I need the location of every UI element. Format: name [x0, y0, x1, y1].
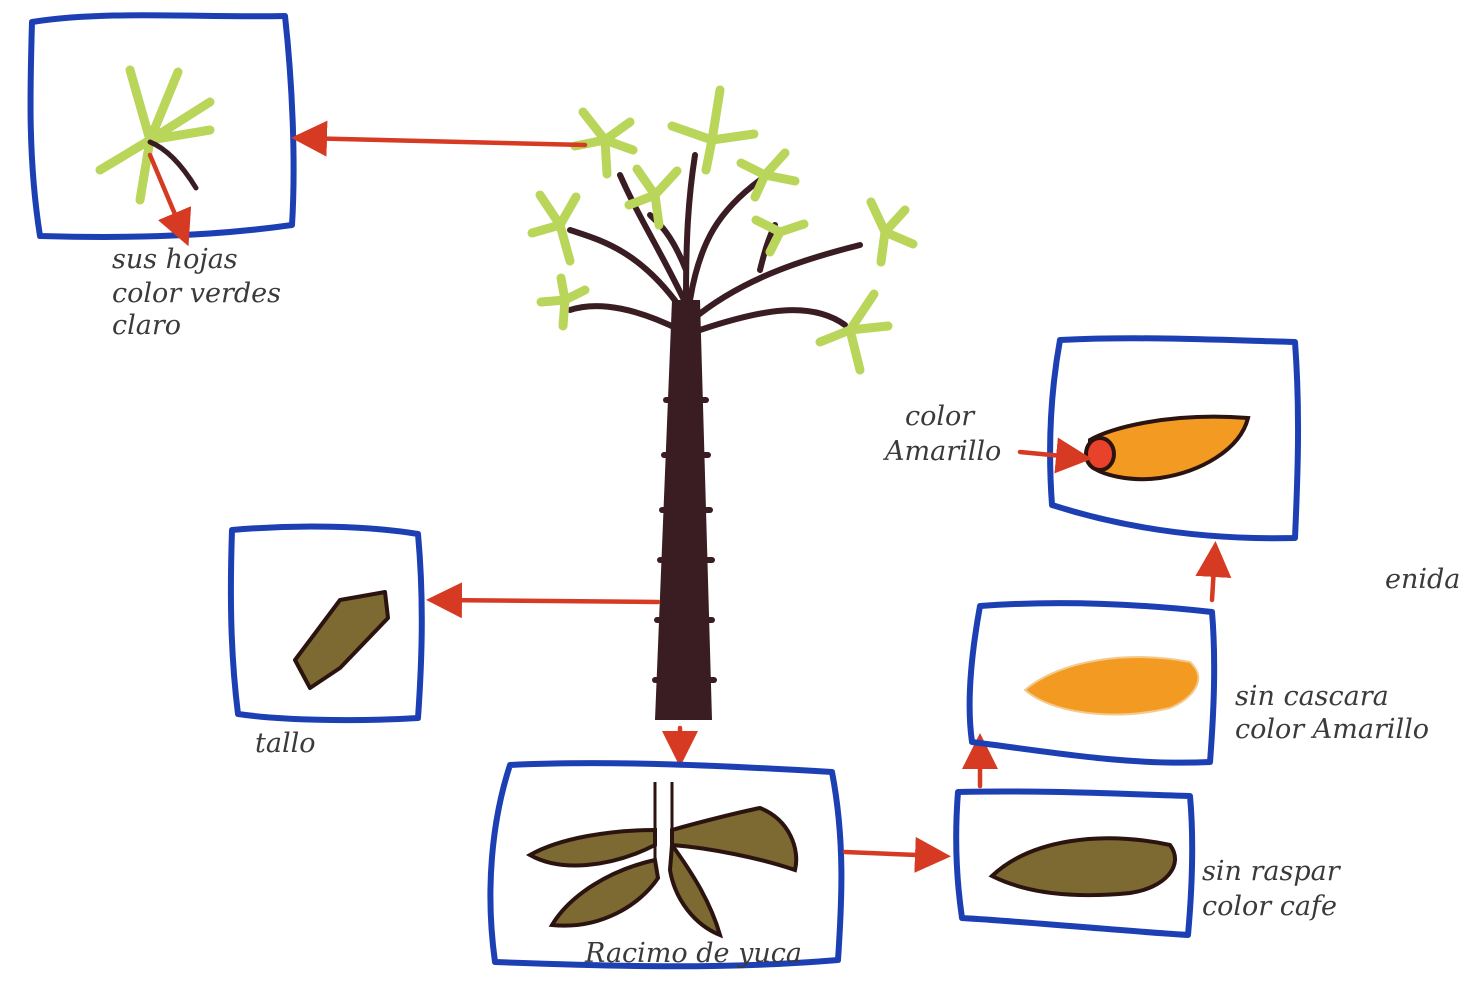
plant-leaves [532, 90, 913, 370]
stem-piece-icon [295, 592, 388, 688]
leaves-label-3: claro [112, 310, 181, 341]
leaves-box [30, 15, 293, 237]
yuca-root-icons [530, 808, 796, 935]
peeled-yuca-icon [1025, 657, 1198, 714]
unpeeled-panel [956, 791, 1192, 935]
peeled-label-2: color Amarillo [1235, 714, 1429, 745]
leaves-label-2: color verdes [112, 278, 281, 309]
plant-branches [570, 155, 860, 330]
arrow-to-unpeeled [845, 852, 942, 856]
peeled-panel [970, 603, 1215, 763]
unpeeled-label-2: color cafe [1202, 891, 1337, 922]
yellow-panel [1020, 338, 1298, 538]
stem-panel [231, 527, 422, 721]
unpeeled-label: sin raspar [1202, 856, 1342, 887]
roots-label: Racimo de yuca [584, 938, 802, 969]
roots-panel [490, 763, 841, 966]
arrow-to-leaves [300, 138, 585, 145]
leaves-panel [30, 15, 293, 238]
arrow-to-stem [435, 600, 658, 602]
yuca-plant [532, 90, 913, 720]
yellow-label: color [905, 401, 976, 432]
author-signature: enida [1385, 564, 1460, 595]
unpeeled-yuca-icon [992, 838, 1175, 895]
arrow-to-yellow [1212, 550, 1215, 600]
yellow-label-2: Amarillo [882, 436, 1001, 467]
stem-label: tallo [255, 728, 315, 759]
leaves-label: sus hojas [112, 244, 238, 275]
peeled-label: sin cascara [1235, 681, 1389, 712]
